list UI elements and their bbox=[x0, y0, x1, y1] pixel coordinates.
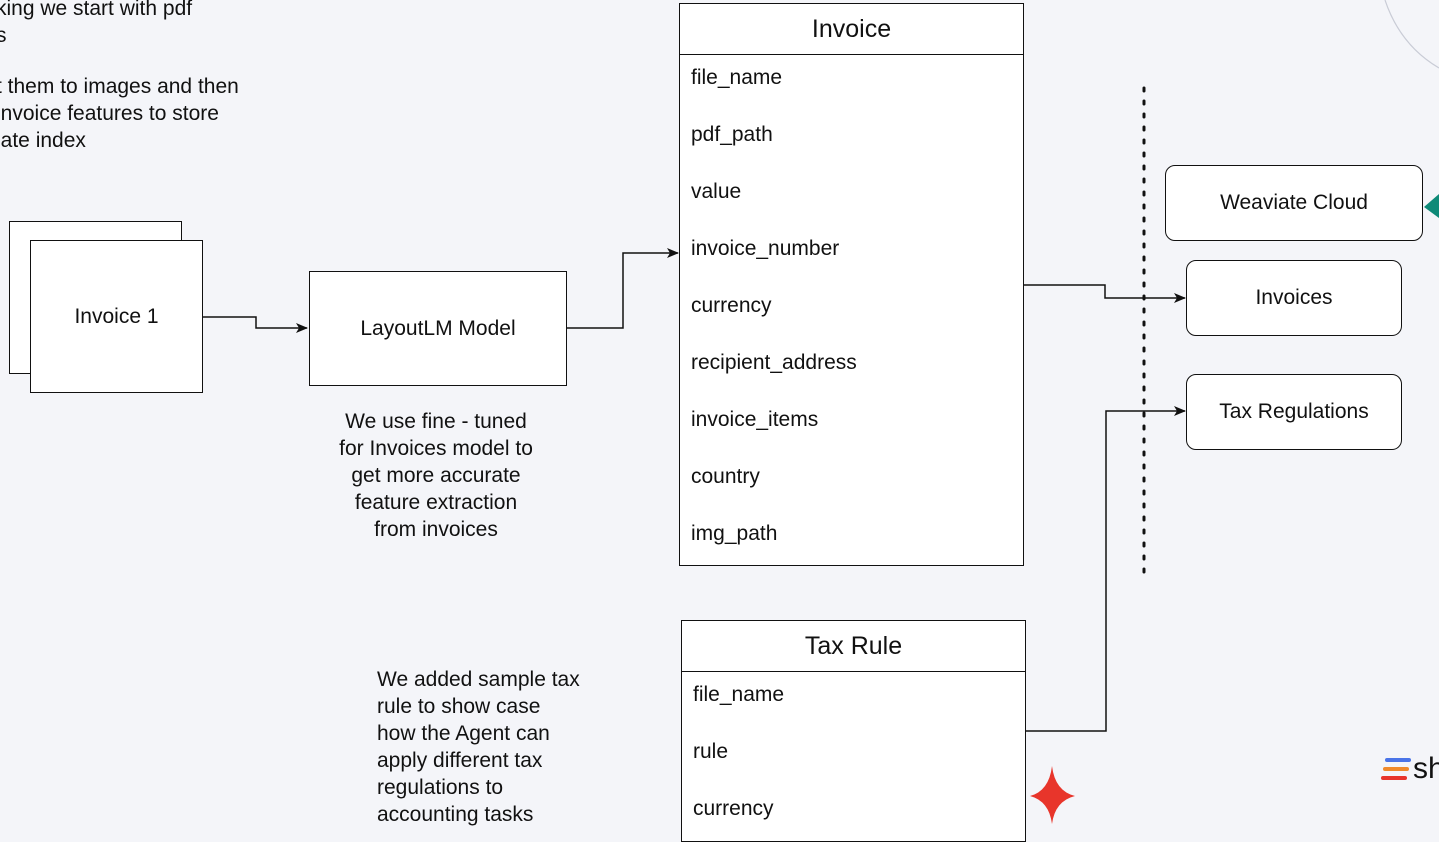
intro-line-5: iate index bbox=[0, 129, 86, 152]
tax-rule-entity[interactable]: Tax Rule file_name rule currency bbox=[681, 620, 1026, 842]
invoice-field-file-name: file_name bbox=[691, 66, 783, 89]
invoice-field-currency: currency bbox=[691, 294, 772, 317]
tax-caption-line-6: accounting tasks bbox=[377, 803, 534, 826]
model-caption-line-4: feature extraction bbox=[354, 491, 518, 514]
layoutlm-model-box[interactable]: LayoutLM Model bbox=[309, 271, 567, 386]
model-caption-line-3: get more accurate bbox=[351, 464, 521, 487]
invoice-entity[interactable]: Invoice file_name pdf_path value invoice… bbox=[679, 3, 1024, 566]
brand-text: sh bbox=[1413, 752, 1439, 785]
intro-line-2: s bbox=[0, 24, 7, 47]
invoice-field-pdf-path: pdf_path bbox=[691, 123, 773, 146]
invoices-collection-box[interactable]: Invoices bbox=[1186, 260, 1402, 336]
arrow-invoice-to-model bbox=[203, 316, 308, 333]
invoice-field-country: country bbox=[691, 465, 760, 488]
invoice-field-img-path: img_path bbox=[691, 522, 778, 545]
tax-field-file-name: file_name bbox=[693, 683, 785, 706]
teal-diamond-shape bbox=[1424, 194, 1439, 218]
invoice-field-value: value bbox=[691, 180, 742, 203]
invoice-field-invoice-number: invoice_number bbox=[691, 237, 840, 260]
intro-line-1: king we start with pdf bbox=[0, 0, 193, 20]
model-caption-line-1: We use fine - tuned bbox=[345, 410, 527, 433]
tax-regulations-collection-label: Tax Regulations bbox=[1219, 400, 1369, 423]
arrow-invoice-entity-to-invoices bbox=[1024, 284, 1186, 303]
invoice-doc[interactable]: Invoice 1 bbox=[30, 240, 203, 393]
model-caption-line-5: from invoices bbox=[374, 518, 498, 541]
invoice-field-recipient-address: recipient_address bbox=[691, 351, 857, 374]
tax-caption-line-4: apply different tax bbox=[377, 749, 543, 772]
invoice-entity-title: Invoice bbox=[680, 4, 1023, 55]
tax-field-rule: rule bbox=[693, 740, 729, 763]
tax-caption-line-2: rule to show case bbox=[377, 695, 541, 718]
arrow-model-to-invoice-entity bbox=[567, 248, 679, 329]
weaviate-cloud-box[interactable]: Weaviate Cloud bbox=[1165, 165, 1423, 241]
invoice-field-invoice-items: invoice_items bbox=[691, 408, 819, 431]
tax-caption-line-1: We added sample tax bbox=[377, 668, 580, 691]
tax-field-currency: currency bbox=[693, 797, 774, 820]
layoutlm-model-label: LayoutLM Model bbox=[360, 316, 516, 340]
intro-line-3: t them to images and then bbox=[0, 75, 239, 98]
tax-caption: We added sample tax rule to show case ho… bbox=[377, 666, 647, 828]
tax-rule-entity-title: Tax Rule bbox=[682, 621, 1025, 672]
arrow-tax-rule-to-tax-regulations bbox=[1026, 406, 1186, 732]
invoices-collection-label: Invoices bbox=[1255, 286, 1333, 309]
intro-line-4: invoice features to store bbox=[0, 102, 219, 125]
tax-caption-line-3: how the Agent can bbox=[377, 722, 550, 745]
model-caption: We use fine - tuned for Invoices model t… bbox=[305, 408, 567, 543]
brand-logo-icon bbox=[1381, 758, 1411, 780]
model-caption-line-2: for Invoices model to bbox=[339, 437, 533, 460]
invoice-doc-label: Invoice 1 bbox=[74, 304, 159, 328]
tax-caption-line-5: regulations to bbox=[377, 776, 504, 799]
decorative-arc bbox=[1384, 0, 1439, 69]
tax-regulations-collection-box[interactable]: Tax Regulations bbox=[1186, 374, 1402, 450]
sparkle-icon bbox=[1030, 766, 1075, 824]
weaviate-cloud-label: Weaviate Cloud bbox=[1220, 191, 1368, 214]
